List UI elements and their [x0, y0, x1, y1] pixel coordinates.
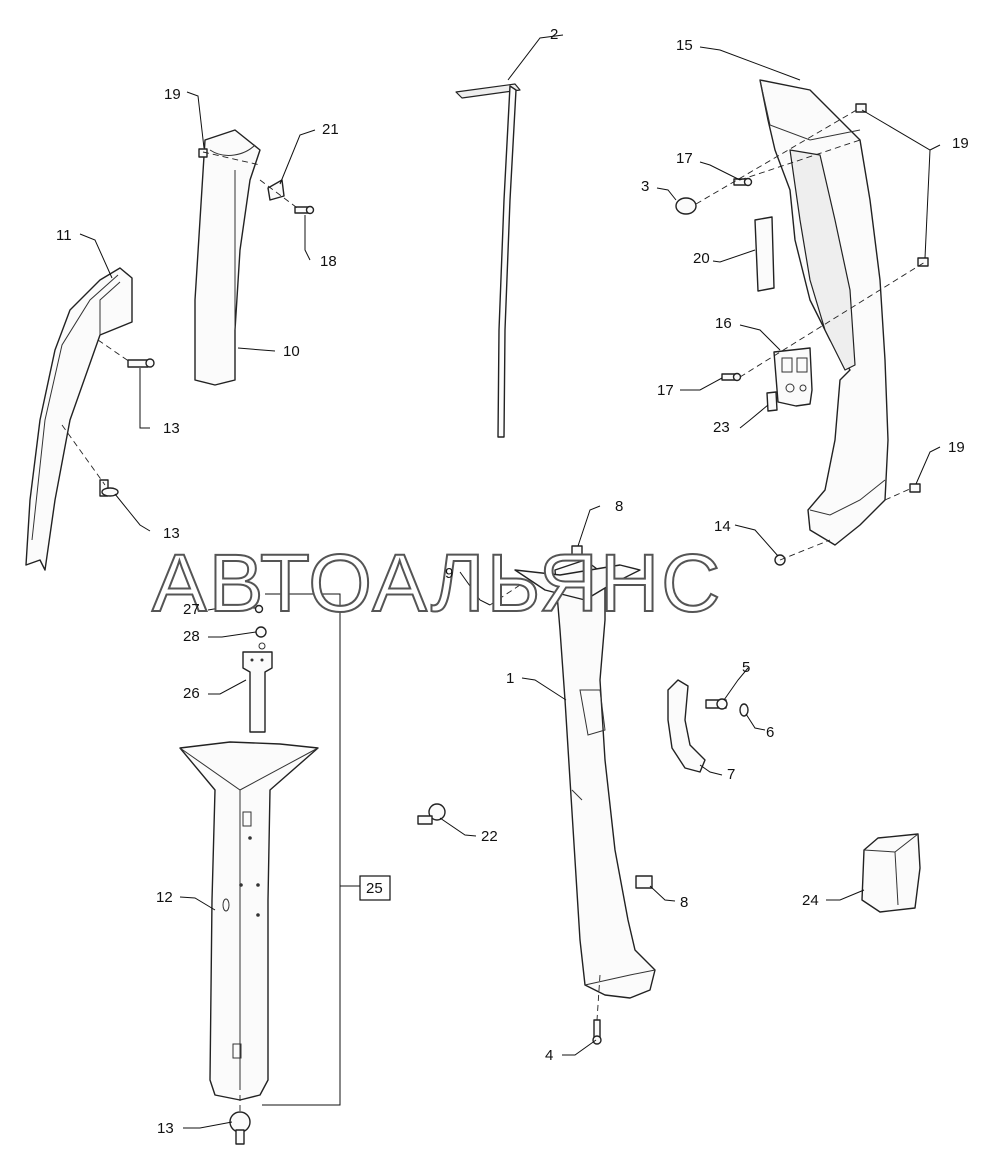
part-7-grab-handle — [667, 679, 706, 773]
callout-19-right-lower: 19 — [948, 439, 965, 456]
callout-12: 12 — [156, 889, 173, 906]
part-11-pillar-trim — [25, 267, 133, 571]
callout-13-upper: 13 — [163, 420, 180, 437]
part-19-clip-d — [909, 483, 921, 493]
callout-16: 16 — [715, 315, 732, 332]
part-1-lower-pillar-trim — [554, 559, 656, 999]
part-13-screw-a — [127, 358, 155, 368]
part-4-screw — [592, 1019, 602, 1045]
part-19-clip-c — [917, 257, 929, 267]
callout-8-upper: 8 — [615, 498, 623, 515]
callout-2: 2 — [550, 26, 558, 43]
part-10-pillar-cover — [194, 129, 261, 386]
part-15-rear-pillar-trim — [759, 79, 889, 546]
part-12-lower-trim — [179, 741, 319, 1101]
part-9-bracket — [514, 564, 641, 601]
callout-8-lower: 8 — [680, 894, 688, 911]
callout-21: 21 — [322, 121, 339, 138]
callout-27: 27 — [183, 601, 200, 618]
part-17-screw-lower — [721, 372, 742, 382]
callout-19-right-upper: 19 — [952, 135, 969, 152]
callout-3: 3 — [641, 178, 649, 195]
part-27-cap — [254, 604, 264, 614]
part-16-switch-panel — [773, 347, 813, 407]
part-21-clip — [267, 179, 285, 201]
callout-6: 6 — [766, 724, 774, 741]
callout-15: 15 — [676, 37, 693, 54]
part-24-block — [861, 833, 921, 913]
callout-23: 23 — [713, 419, 730, 436]
callout-4: 4 — [545, 1047, 553, 1064]
callout-14: 14 — [714, 518, 731, 535]
part-18-screw — [294, 205, 315, 215]
callout-7: 7 — [727, 766, 735, 783]
callout-24: 24 — [802, 892, 819, 909]
part-8-clip-lower — [635, 875, 653, 889]
callout-20: 20 — [693, 250, 710, 267]
callout-labels-lower: 9 27 28 5 1 26 6 7 22 25 12 24 8 4 13 — [156, 565, 819, 1137]
callout-19-top-left: 19 — [164, 86, 181, 103]
callout-11: 11 — [56, 227, 72, 244]
part-20-label — [754, 216, 775, 292]
part-26-strip — [242, 651, 273, 733]
callout-17-upper: 17 — [676, 150, 693, 167]
callout-13-bottom: 13 — [157, 1120, 174, 1137]
part-13-fastener-bottom — [229, 1111, 251, 1145]
part-6-clip — [739, 703, 749, 717]
callout-22: 22 — [481, 828, 498, 845]
assembly-lines — [61, 107, 926, 1112]
callout-18: 18 — [320, 253, 337, 270]
part-3-ring — [675, 197, 697, 215]
part-22-bolt — [417, 803, 446, 825]
callout-5: 5 — [742, 659, 750, 676]
callout-10: 10 — [283, 343, 300, 360]
part-23-insert — [766, 391, 778, 412]
callout-28: 28 — [183, 628, 200, 645]
part-2-seal-strip — [455, 83, 521, 438]
callout-17-lower: 17 — [657, 382, 674, 399]
part-13-screw-b — [99, 479, 119, 497]
watermark: АВТОАЛЬЯНС — [152, 538, 722, 629]
callout-9: 9 — [445, 565, 453, 582]
group-25-bracket — [262, 593, 391, 1106]
callout-1: 1 — [506, 670, 514, 687]
callout-13-middle: 13 — [163, 525, 180, 542]
part-19-clip-b — [855, 103, 867, 113]
callout-26: 26 — [183, 685, 200, 702]
leader-lines — [79, 34, 941, 1129]
part-5-bolt — [705, 698, 728, 710]
callout-labels: 2 15 19 21 19 17 3 11 20 18 16 10 17 13 … — [56, 26, 969, 542]
callout-25: 25 — [366, 880, 383, 897]
part-8-clip-upper — [571, 545, 583, 557]
